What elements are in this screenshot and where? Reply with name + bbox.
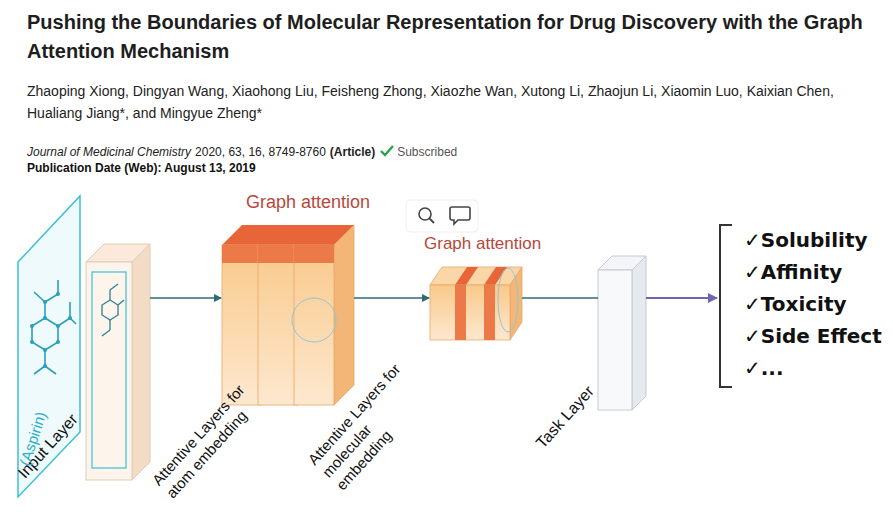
- property-item: ✓Affinity: [744, 256, 887, 288]
- subscribed-badge: Subscribed: [397, 145, 457, 159]
- property-item: ✓Solubility: [744, 224, 887, 256]
- connector: [150, 297, 221, 298]
- task-slab: [598, 256, 646, 410]
- connector: [522, 297, 598, 298]
- layer-name: Attentive Layers for atom embedding: [148, 376, 267, 502]
- layer-box: Input Layer: [86, 244, 150, 480]
- citation: 2020, 63, 16, 8749-8760: [195, 145, 326, 159]
- molecule: [32, 280, 76, 374]
- connector: [646, 297, 717, 299]
- layer-name: Task Layer: [532, 382, 598, 452]
- toolbar-icons: [406, 200, 478, 232]
- property-item: ✓Side Effect: [744, 320, 887, 352]
- paper-title: Pushing the Boundaries of Molecular Repr…: [27, 8, 877, 66]
- connector: [354, 297, 429, 298]
- property-item: ✓...: [744, 352, 887, 384]
- journal-line: Journal of Medicinal Chemistry 2020, 63, …: [27, 144, 457, 160]
- molecular-cube: [430, 267, 522, 340]
- check-icon: [380, 145, 394, 157]
- publication-date: Publication Date (Web): August 13, 2019: [27, 161, 256, 175]
- author-list: Zhaoping Xiong, Dingyan Wang, Xiaohong L…: [27, 80, 867, 124]
- graph-attention-label: Graph attention: [424, 234, 541, 254]
- graph-attention-label: Graph attention: [246, 192, 370, 213]
- article-type: (Article): [330, 145, 375, 159]
- layer-box: Graph attentionAttentive Layers for mole…: [430, 267, 522, 340]
- journal-name: Journal of Medicinal Chemistry: [27, 145, 191, 159]
- input-slab: [86, 244, 150, 480]
- output-list: ✓Solubility✓Affinity✓Toxicity✓Side Effec…: [718, 224, 887, 388]
- layer-box: Task Layer: [598, 256, 646, 410]
- layer-box: Graph attentionAttentive Layers for atom…: [222, 225, 354, 405]
- property-item: ✓Toxicity: [744, 288, 887, 320]
- bracket: [718, 224, 734, 388]
- attentive-slabs: [222, 225, 354, 405]
- layer-name: Attentive Layers for molecular embedding: [304, 352, 440, 494]
